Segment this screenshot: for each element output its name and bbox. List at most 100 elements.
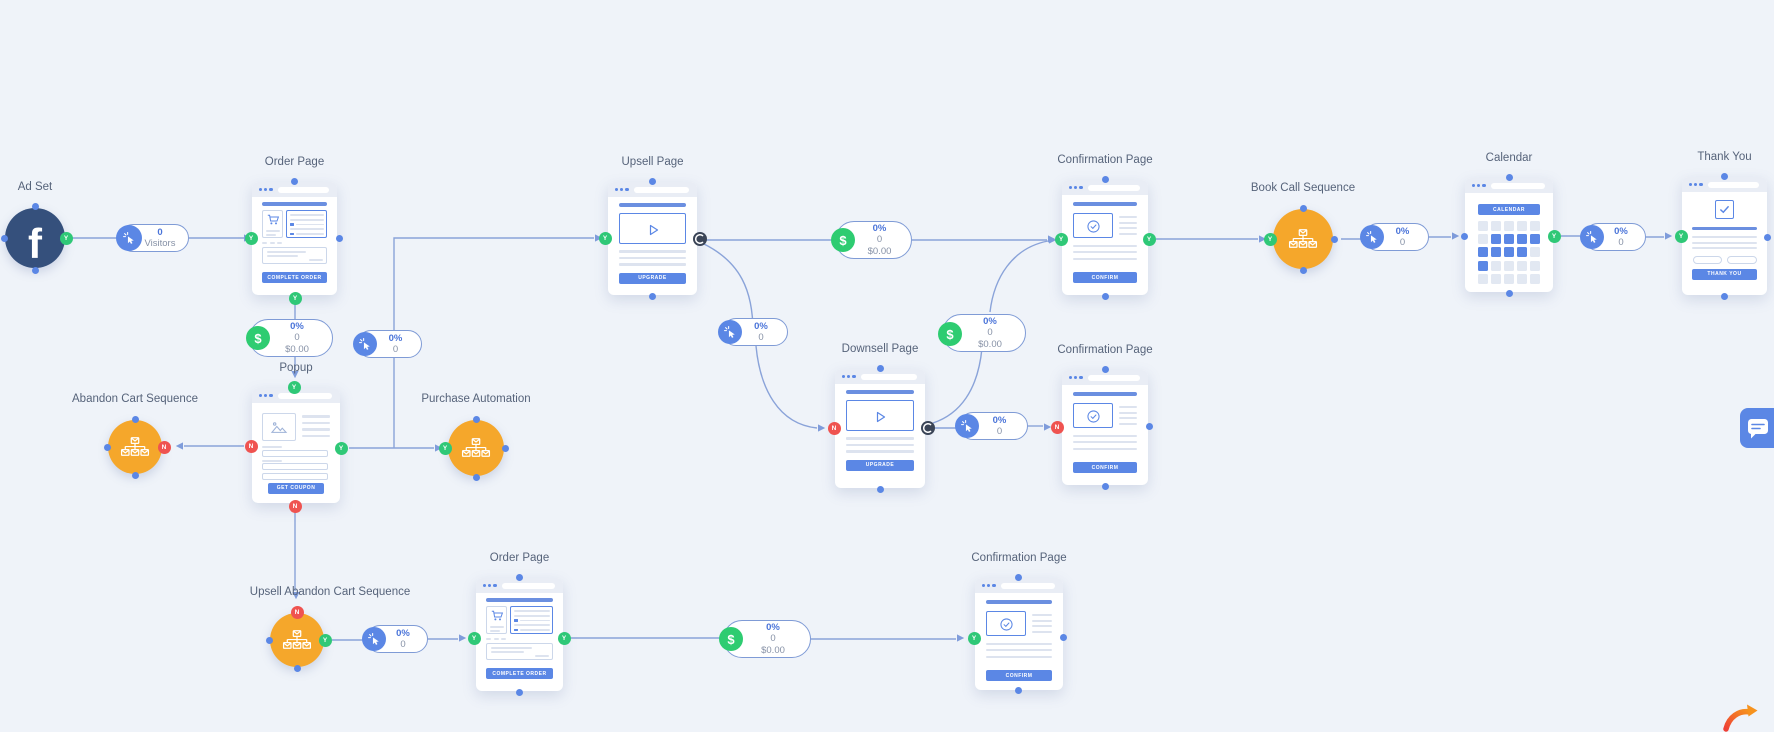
port-dot[interactable] — [290, 177, 298, 185]
port-no[interactable]: N — [244, 439, 258, 453]
port-dot[interactable] — [1101, 365, 1109, 373]
port-yes[interactable]: Y — [59, 231, 73, 245]
sketch-line — [986, 649, 1052, 652]
port-dot[interactable] — [1330, 235, 1338, 243]
badge-click-icon — [116, 225, 142, 251]
node-confirmation-page-1[interactable]: CONFIRM — [1062, 180, 1148, 295]
node-downsell-page[interactable]: UPGRADE — [835, 369, 925, 488]
page-cta-button: THANK YOU — [1692, 268, 1757, 280]
sketch-line — [514, 610, 550, 612]
stat-value: 0 — [294, 332, 300, 344]
port-yes[interactable]: Y — [967, 631, 981, 645]
port-action[interactable] — [921, 421, 935, 435]
port-dot[interactable] — [1763, 233, 1771, 241]
port-dot[interactable] — [1720, 172, 1728, 180]
header-bar — [846, 390, 914, 394]
titlebar-dot — [493, 584, 497, 588]
port-dot[interactable] — [265, 636, 273, 644]
node-order-page-1[interactable]: COMPLETE ORDER — [252, 182, 337, 295]
port-dot[interactable] — [1145, 422, 1153, 430]
port-yes[interactable]: Y — [1547, 229, 1561, 243]
sketch-line — [1692, 247, 1757, 250]
port-dot[interactable] — [1101, 292, 1109, 300]
port-dot[interactable] — [1505, 173, 1513, 181]
port-dot[interactable] — [472, 473, 480, 481]
sketch-line — [1119, 417, 1137, 420]
port-dot[interactable] — [1720, 292, 1728, 300]
port-yes[interactable]: Y — [1054, 232, 1068, 246]
node-upsell-page[interactable]: UPGRADE — [608, 182, 697, 295]
port-dot[interactable] — [648, 177, 656, 185]
port-dot[interactable] — [31, 202, 39, 210]
port-yes[interactable]: Y — [557, 631, 571, 645]
port-dot[interactable] — [1101, 175, 1109, 183]
port-dot[interactable] — [472, 415, 480, 423]
node-ad-set[interactable]: f — [5, 208, 65, 268]
port-yes[interactable]: Y — [318, 633, 332, 647]
node-book-call-sequence[interactable] — [1273, 209, 1333, 269]
port-dot[interactable] — [0, 234, 8, 242]
port-yes[interactable]: Y — [287, 380, 301, 394]
calendar-day-cell — [1517, 234, 1527, 245]
port-dot[interactable] — [1460, 232, 1468, 240]
stat-value: 0% — [992, 414, 1007, 426]
port-yes[interactable]: Y — [1263, 232, 1277, 246]
port-no[interactable]: N — [288, 499, 302, 513]
port-yes[interactable]: Y — [467, 631, 481, 645]
chat-widget-button[interactable] — [1740, 408, 1774, 448]
node-thank-you[interactable]: THANK YOU — [1682, 177, 1767, 295]
port-dot[interactable] — [1299, 266, 1307, 274]
port-dot[interactable] — [1101, 482, 1109, 490]
port-dot[interactable] — [1299, 204, 1307, 212]
node-purchase-automation[interactable] — [448, 420, 504, 476]
port-dot[interactable] — [1059, 633, 1067, 641]
titlebar-dot — [264, 394, 268, 398]
port-dot[interactable] — [876, 485, 884, 493]
port-dot[interactable] — [31, 266, 39, 274]
titlebar-dot — [259, 188, 263, 192]
node-abandon-cart-sequence[interactable] — [108, 420, 162, 474]
port-dot[interactable] — [131, 415, 139, 423]
sketch-dash — [486, 637, 491, 640]
port-no[interactable]: N — [827, 421, 841, 435]
port-yes[interactable]: Y — [334, 441, 348, 455]
port-dot[interactable] — [335, 234, 343, 242]
sketch-line — [846, 443, 914, 446]
node-confirmation-page-2[interactable]: CONFIRM — [1062, 370, 1148, 485]
header-bar — [1073, 202, 1137, 206]
node-upsell-abandon-cart-sequence[interactable] — [270, 613, 324, 667]
port-dot[interactable] — [131, 471, 139, 479]
port-yes[interactable]: Y — [598, 231, 612, 245]
port-yes[interactable]: Y — [244, 231, 258, 245]
port-yes[interactable]: Y — [1142, 232, 1156, 246]
stat-value: $0.00 — [761, 644, 785, 656]
port-dot[interactable] — [515, 688, 523, 696]
port-dot[interactable] — [1014, 686, 1022, 694]
node-confirmation-page-3[interactable]: CONFIRM — [975, 578, 1063, 690]
node-order-page-2[interactable]: COMPLETE ORDER — [476, 578, 563, 691]
dollar-glyph: $ — [839, 232, 847, 248]
port-dot[interactable] — [293, 664, 301, 672]
node-popup[interactable]: GET COUPON — [252, 388, 340, 503]
port-yes[interactable]: Y — [438, 441, 452, 455]
port-dot[interactable] — [515, 573, 523, 581]
stat-value: $0.00 — [285, 343, 309, 355]
port-no[interactable]: N — [290, 605, 304, 619]
node-label-thank-you: Thank You — [1697, 151, 1752, 163]
port-dot[interactable] — [501, 444, 509, 452]
port-dot[interactable] — [1505, 289, 1513, 297]
port-action[interactable] — [693, 232, 707, 246]
port-dot[interactable] — [648, 292, 656, 300]
sketch-line — [491, 647, 532, 649]
calendar-day-cell — [1491, 221, 1501, 231]
port-no[interactable]: N — [1050, 420, 1064, 434]
port-dot[interactable] — [876, 364, 884, 372]
port-dot[interactable] — [103, 443, 111, 451]
port-yes[interactable]: Y — [1674, 229, 1688, 243]
port-dot[interactable] — [1014, 573, 1022, 581]
port-yes[interactable]: Y — [288, 291, 302, 305]
port-no[interactable]: N — [157, 440, 171, 454]
node-calendar[interactable]: CALENDAR — [1465, 178, 1553, 292]
